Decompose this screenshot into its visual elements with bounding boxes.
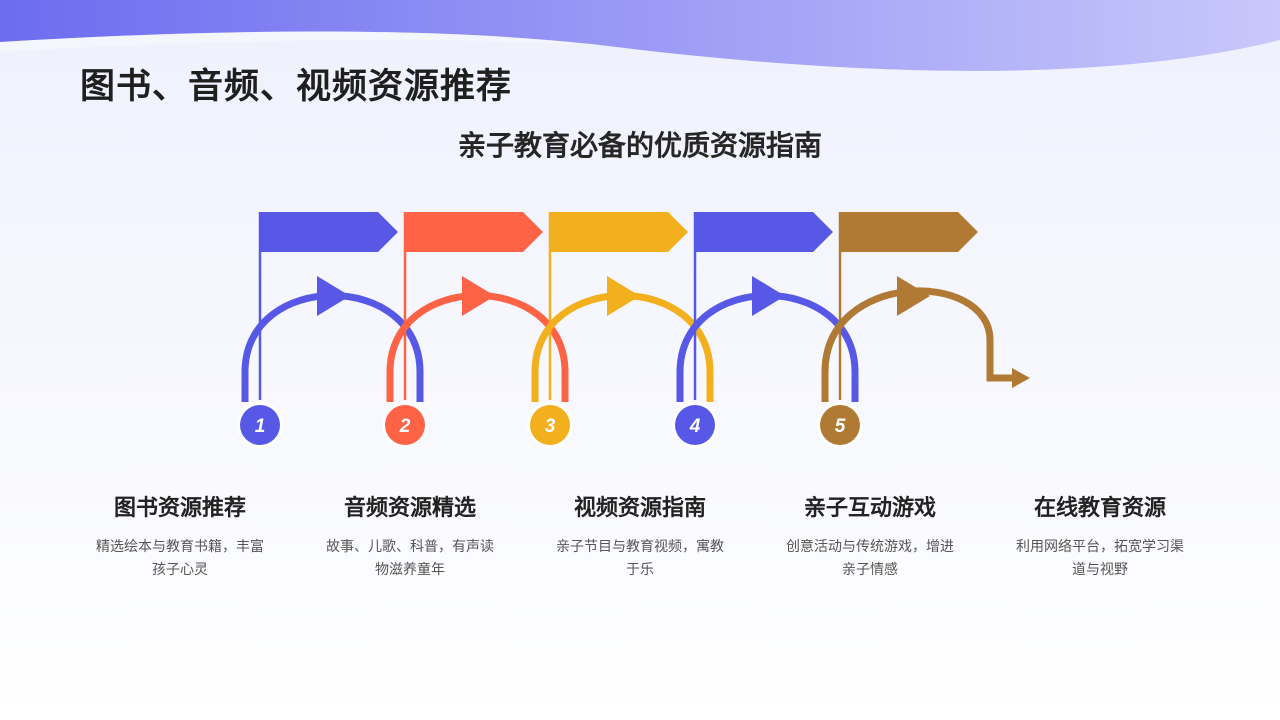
step-5-arrow-icon	[897, 276, 930, 316]
step-4-flag	[695, 212, 833, 252]
step-5-text: 在线教育资源 利用网络平台，拓宽学习渠道与视野	[1000, 490, 1200, 582]
step-1-flag	[260, 212, 398, 252]
step-4-desc: 创意活动与传统游戏，增进亲子情感	[786, 539, 954, 578]
step-1-title: 图书资源推荐	[113, 496, 246, 521]
step-2-title: 音频资源精选	[343, 496, 476, 521]
step-1-text: 图书资源推荐 精选绘本与教育书籍，丰富孩子心灵	[80, 490, 280, 582]
step-5-desc: 利用网络平台，拓宽学习渠道与视野	[1016, 539, 1184, 578]
step-1-number: 1	[255, 416, 266, 437]
step-1-desc: 精选绘本与教育书籍，丰富孩子心灵	[96, 539, 264, 578]
step-3-title: 视频资源指南	[573, 496, 706, 521]
step-2-arrow-icon	[462, 276, 495, 316]
step-4-arrow-icon	[752, 276, 785, 316]
page-title: 图书、音频、视频资源推荐	[80, 67, 513, 107]
step-5-badge	[820, 405, 860, 445]
step-5-number: 5	[835, 416, 846, 437]
step-2-graphic: 2	[382, 212, 569, 448]
step-5-graphic: 5	[817, 212, 1030, 448]
step-3-badge	[530, 405, 570, 445]
step-5-title: 在线教育资源	[1033, 496, 1166, 521]
step-3-graphic: 3	[527, 212, 714, 448]
step-2-desc: 故事、儿歌、科普，有声读物滋养童年	[326, 539, 494, 578]
step-2-number: 2	[399, 416, 411, 437]
step-5-flag	[840, 212, 978, 252]
step-2-text: 音频资源精选 故事、儿歌、科普，有声读物滋养童年	[310, 490, 510, 582]
step-3-text: 视频资源指南 亲子节目与教育视频，寓教于乐	[540, 490, 740, 582]
step-4-text: 亲子互动游戏 创意活动与传统游戏，增进亲子情感	[770, 490, 970, 582]
final-arrow-icon	[1012, 368, 1030, 388]
header-wave-decoration	[0, 0, 1280, 71]
step-2-badge	[385, 405, 425, 445]
step-3-flag	[550, 212, 688, 252]
step-1-arrow-icon	[317, 276, 350, 316]
step-1-badge	[240, 405, 280, 445]
step-4-number: 4	[689, 416, 701, 437]
step-4-graphic: 4	[672, 212, 859, 448]
step-2-flag	[405, 212, 543, 252]
step-3-desc: 亲子节目与教育视频，寓教于乐	[556, 539, 724, 578]
step-1-graphic: 1	[237, 212, 424, 448]
page-subtitle: 亲子教育必备的优质资源指南	[457, 129, 822, 162]
step-4-title: 亲子互动游戏	[803, 496, 936, 521]
step-3-arrow-icon	[607, 276, 640, 316]
step-4-badge	[675, 405, 715, 445]
step-3-number: 3	[545, 416, 556, 437]
